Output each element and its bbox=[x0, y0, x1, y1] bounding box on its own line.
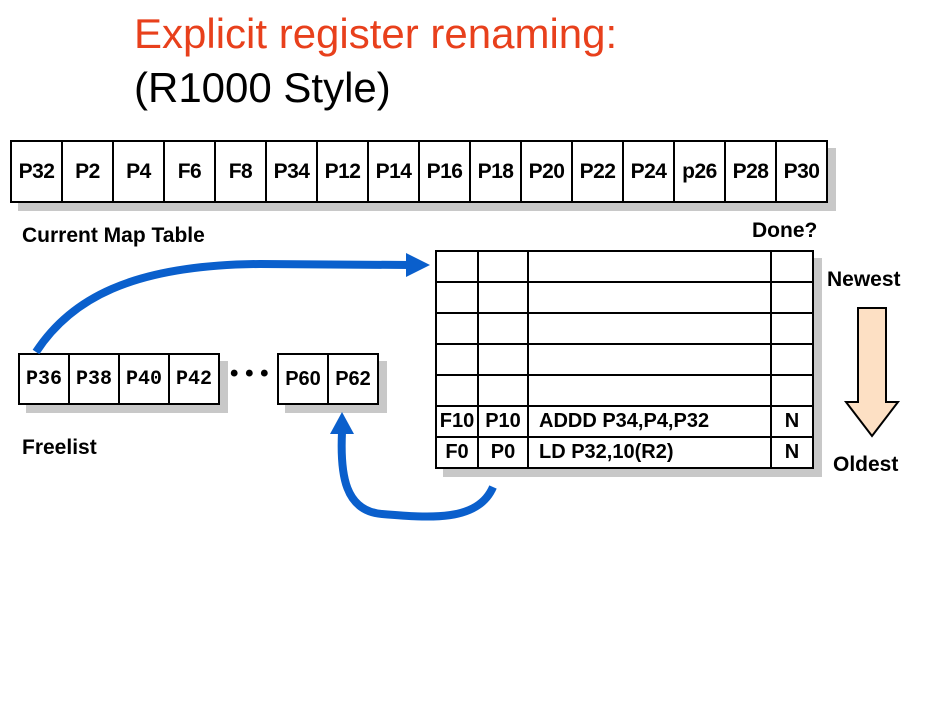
curved-arrow-freelist-to-rob bbox=[32, 259, 411, 355]
rob-done-flag: N bbox=[770, 405, 814, 438]
rob-instruction: LD P32,10(R2) bbox=[527, 436, 772, 469]
rob-instruction bbox=[527, 374, 772, 407]
done-label: Done? bbox=[752, 219, 818, 242]
freelist-right-group: P60 P62 bbox=[277, 353, 379, 405]
rob-done-flag: N bbox=[770, 436, 814, 469]
rob-arch-reg: F10 bbox=[435, 405, 479, 438]
rob-phys-reg bbox=[477, 250, 529, 283]
map-table-label: Current Map Table bbox=[22, 224, 205, 247]
rob-arch-reg bbox=[435, 374, 479, 407]
rob-done-flag bbox=[770, 250, 814, 283]
oldest-label: Oldest bbox=[833, 453, 899, 476]
rob-arch-reg bbox=[435, 250, 479, 283]
current-map-table: P32 P2 P4 F6 F8 P34 P12 P14 P16 P18 P20 … bbox=[10, 140, 828, 203]
rob-instruction bbox=[527, 250, 772, 283]
rob-phys-reg: P10 bbox=[477, 405, 529, 438]
rob-arch-reg: F0 bbox=[435, 436, 479, 469]
freelist-cell: P40 bbox=[118, 353, 170, 405]
freelist-cell: P62 bbox=[327, 353, 379, 405]
freelist-label: Freelist bbox=[22, 436, 97, 459]
rob-instruction bbox=[527, 343, 772, 376]
freelist-left-group: P36 P38 P40 P42 bbox=[18, 353, 220, 405]
arrow-head-up bbox=[330, 412, 354, 434]
rob-arch-reg bbox=[435, 343, 479, 376]
rob-done-flag bbox=[770, 374, 814, 407]
rob-row: F10 P10 ADDD P34,P4,P32 N bbox=[435, 405, 814, 438]
rob-done-flag bbox=[770, 312, 814, 345]
rob-instruction bbox=[527, 312, 772, 345]
curved-arrow-rob-to-freelist bbox=[337, 431, 497, 521]
map-cell: P12 bbox=[316, 140, 369, 203]
rob-done-flag bbox=[770, 343, 814, 376]
map-cell: P24 bbox=[622, 140, 675, 203]
map-cell: P18 bbox=[469, 140, 522, 203]
rob-row bbox=[435, 343, 814, 376]
rob-phys-reg bbox=[477, 281, 529, 314]
map-cell: P22 bbox=[571, 140, 624, 203]
title-line-1: Explicit register renaming: bbox=[134, 10, 618, 57]
map-cell: F6 bbox=[163, 140, 216, 203]
rob-phys-reg bbox=[477, 312, 529, 345]
newest-label: Newest bbox=[827, 268, 901, 291]
title-line-2: (R1000 Style) bbox=[134, 64, 391, 111]
freelist-ellipsis: • • • bbox=[230, 360, 269, 387]
map-cell: P2 bbox=[61, 140, 114, 203]
rob-arch-reg bbox=[435, 281, 479, 314]
freelist-cell: P60 bbox=[277, 353, 329, 405]
freelist-cell: P42 bbox=[168, 353, 220, 405]
rob-row bbox=[435, 312, 814, 345]
map-cell: P16 bbox=[418, 140, 471, 203]
rob-arch-reg bbox=[435, 312, 479, 345]
rob-row bbox=[435, 281, 814, 314]
rob-row bbox=[435, 374, 814, 407]
freelist-cell: P38 bbox=[68, 353, 120, 405]
rob-done-flag bbox=[770, 281, 814, 314]
newest-to-oldest-arrow-icon bbox=[843, 307, 901, 438]
reorder-buffer: F10 P10 ADDD P34,P4,P32 N F0 P0 LD P32,1… bbox=[435, 250, 814, 469]
map-cell: P30 bbox=[775, 140, 828, 203]
rob-phys-reg: P0 bbox=[477, 436, 529, 469]
map-cell: P32 bbox=[10, 140, 63, 203]
rob-phys-reg bbox=[477, 374, 529, 407]
map-cell: P20 bbox=[520, 140, 573, 203]
map-cell: P34 bbox=[265, 140, 318, 203]
rob-row bbox=[435, 250, 814, 283]
arrow-head-right bbox=[406, 253, 430, 277]
map-cell: P14 bbox=[367, 140, 420, 203]
rob-instruction: ADDD P34,P4,P32 bbox=[527, 405, 772, 438]
rob-instruction bbox=[527, 281, 772, 314]
rob-phys-reg bbox=[477, 343, 529, 376]
rob-row: F0 P0 LD P32,10(R2) N bbox=[435, 436, 814, 469]
